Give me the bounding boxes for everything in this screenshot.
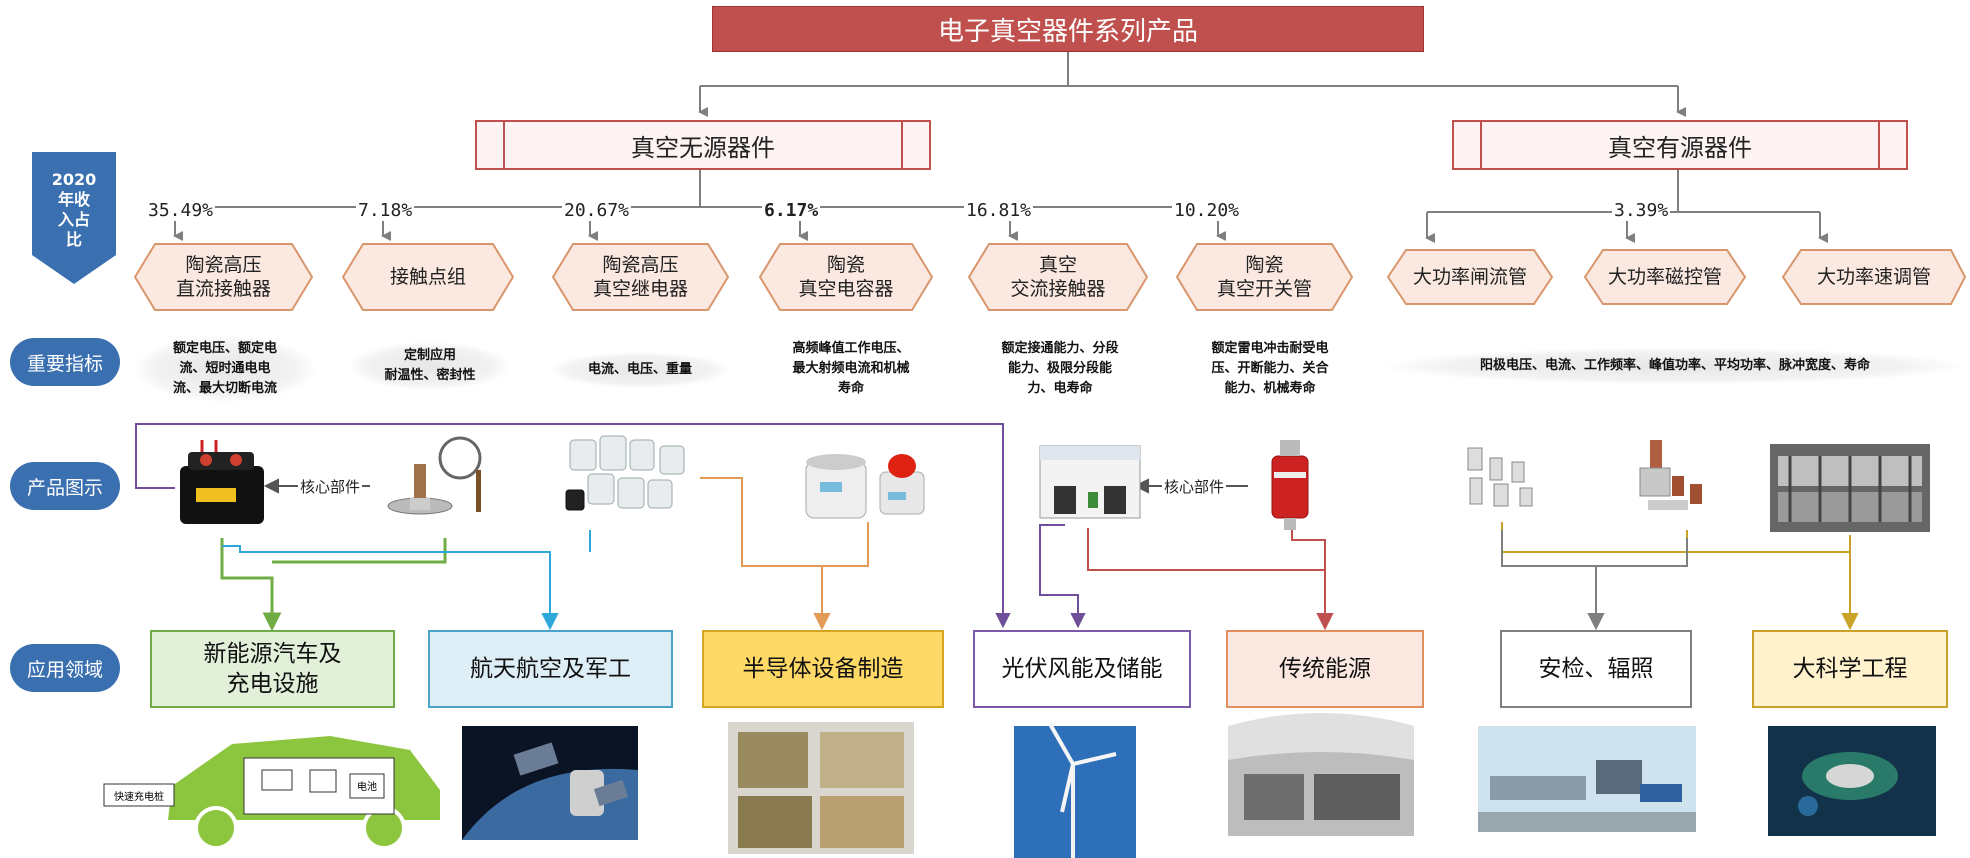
big-science-facility-image [1768, 726, 1936, 836]
vacuum-capacitor-image [805, 454, 925, 519]
car-battery-label: 电池 [357, 780, 377, 793]
row-label-metrics: 重要指标 [10, 338, 120, 386]
product-hv-vacuum-relay: 陶瓷高压真空继电器 [592, 254, 688, 300]
group-passive-devices: 真空无源器件 [475, 120, 931, 170]
product-vacuum-capacitor: 陶瓷真空电容器 [798, 254, 894, 300]
share-percentage: 7.18% [356, 200, 415, 221]
group-passive-label: 真空无源器件 [631, 133, 775, 162]
application-pv-wind-storage: 光伏风能及储能 [973, 630, 1191, 708]
magnetron-image [1639, 440, 1702, 510]
ev-car-image: 快速充电桩 电池 [103, 736, 440, 850]
ac-contactor-image [1039, 445, 1141, 519]
metric-text: 阳极电压、电流、工作频率、峰值功率、平均功率、脉冲宽度、寿命 [1386, 348, 1964, 384]
page-title: 电子真空器件系列产品 [712, 6, 1424, 52]
row-label-product-images: 产品图示 [10, 462, 120, 510]
product-klystron: 大功率速调管 [1816, 266, 1931, 288]
application-aerospace-military: 航天航空及军工 [428, 630, 673, 708]
share-percentage: 20.67% [562, 200, 632, 221]
core-component-label: 核心部件 [298, 476, 363, 497]
klystron-image [1770, 444, 1930, 532]
share-percentage: 6.17% [762, 200, 821, 221]
metric-text: 电流、电压、重量 [550, 352, 730, 388]
product-contact-assembly: 接触点组 [389, 266, 466, 288]
product-hv-dc-contactor: 陶瓷高压直流接触器 [175, 254, 271, 300]
share-percentage: 16.81% [964, 200, 1034, 221]
semiconductor-equipment-image [728, 722, 914, 854]
car-charger-label: 快速充电桩 [114, 790, 164, 803]
dc-contactor-image [180, 440, 264, 524]
satellite-image [462, 726, 638, 840]
metric-text: 额定电压、额定电流、短时通电电流、最大切断电流 [135, 336, 315, 402]
flag-line-1: 年收 [57, 190, 90, 209]
contact-assembly-image [387, 436, 482, 515]
metric-text: 额定接通能力、分段能力、极限分段能力、电寿命 [1001, 341, 1119, 396]
product-vacuum-interrupter: 陶瓷真空开关管 [1216, 254, 1312, 300]
product-vacuum-ac-contactor: 真空交流接触器 [1010, 254, 1106, 300]
vacuum-relay-image [565, 435, 685, 511]
application-security-irradiation: 安检、辐照 [1500, 630, 1692, 708]
application-traditional-energy: 传统能源 [1226, 630, 1424, 708]
metric-text: 定制应用耐温性、密封性 [350, 342, 510, 390]
security-scanning-image [1478, 726, 1696, 832]
revenue-share-flag: 2020 年收 入占 比 [32, 152, 116, 284]
share-percentage: 10.20% [1172, 200, 1242, 221]
thyratron-image [1467, 447, 1533, 507]
share-percentage: 3.39% [1612, 200, 1671, 221]
application-semiconductor-equipment: 半导体设备制造 [702, 630, 944, 708]
product-thyratron: 大功率闸流管 [1412, 266, 1527, 288]
power-plant-hall-image [1228, 713, 1414, 836]
product-magnetron: 大功率磁控管 [1607, 266, 1722, 288]
core-component-label: 核心部件 [1162, 476, 1227, 497]
flag-line-2: 入占 [57, 210, 90, 229]
flag-year: 2020 [51, 170, 97, 189]
row-label-applications: 应用领域 [10, 644, 120, 692]
application-new-energy-vehicles: 新能源汽车及充电设施 [150, 630, 395, 708]
group-active-devices: 真空有源器件 [1452, 120, 1908, 170]
flag-line-3: 比 [65, 230, 82, 249]
wind-turbine-image [1014, 723, 1136, 858]
vacuum-interrupter-image [1271, 440, 1309, 530]
metric-text: 高频峰值工作电压、最大射频电流和机械寿命 [792, 341, 910, 396]
group-active-label: 真空有源器件 [1608, 133, 1752, 162]
metric-text: 额定雷电冲击耐受电压、开断能力、关合能力、机械寿命 [1211, 341, 1329, 396]
share-percentage: 35.49% [146, 200, 216, 221]
application-big-science: 大科学工程 [1752, 630, 1948, 708]
